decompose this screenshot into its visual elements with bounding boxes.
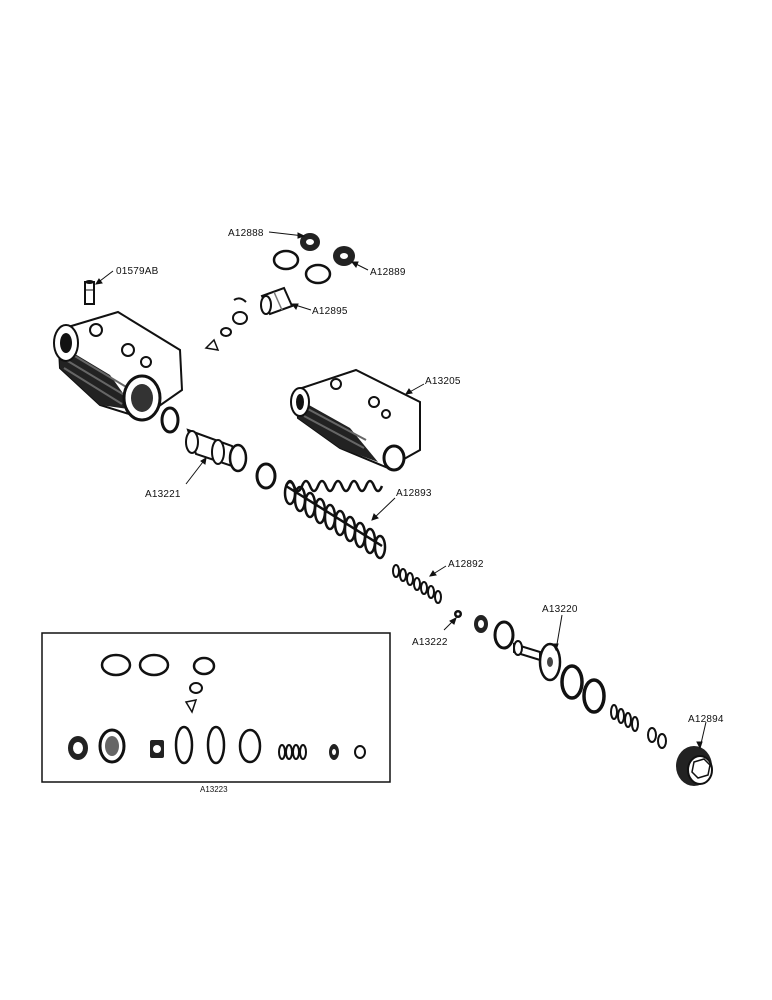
dowel-pin <box>84 280 95 305</box>
seal-kit-box <box>41 632 391 783</box>
valve-body-right <box>290 368 421 472</box>
label-A13221: A13221 <box>145 489 181 500</box>
label-A13220: A13220 <box>542 604 578 615</box>
label-01579AB: 01579AB <box>116 266 159 277</box>
label-A13223: A13223 <box>200 785 228 794</box>
leader-lines <box>95 231 707 750</box>
label-A13222: A13222 <box>412 637 448 648</box>
label-A13205: A13205 <box>425 376 461 387</box>
upper-parts <box>204 233 355 351</box>
valve-body-left <box>53 310 184 422</box>
label-A12894: A12894 <box>688 714 724 725</box>
center-parts <box>160 406 713 786</box>
label-A12889: A12889 <box>370 267 406 278</box>
label-A12888: A12888 <box>228 228 264 239</box>
label-A12892: A12892 <box>448 559 484 570</box>
label-A12895: A12895 <box>312 306 348 317</box>
label-A12893: A12893 <box>396 488 432 499</box>
